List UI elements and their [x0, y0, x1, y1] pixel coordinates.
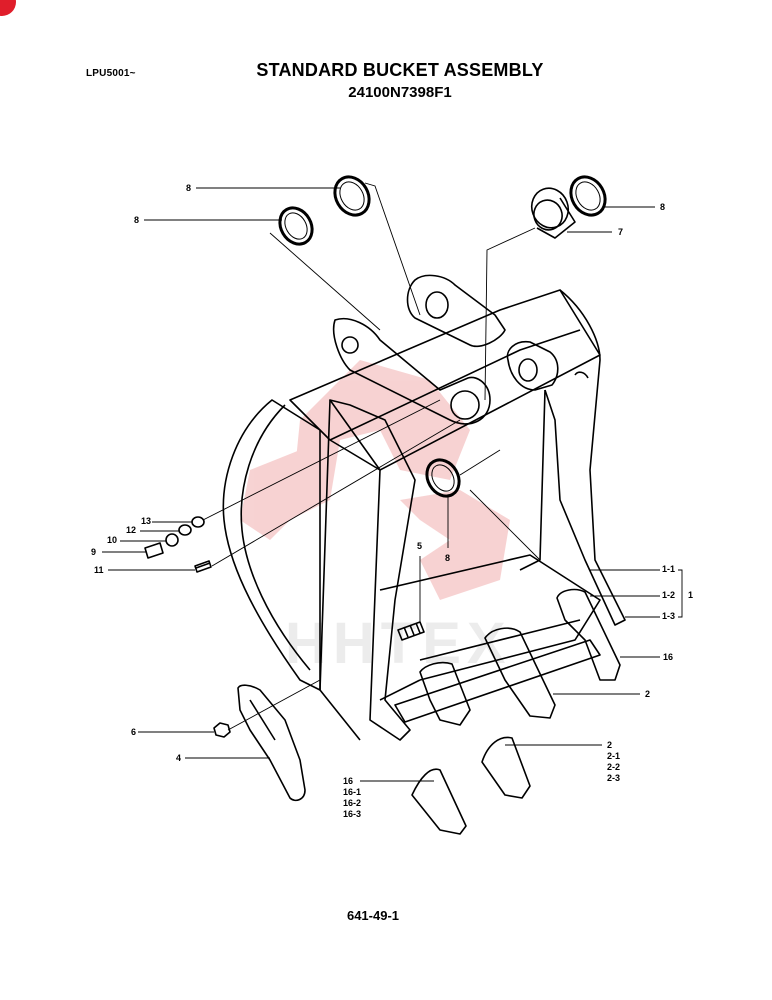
callout-1-3: 1-3 — [662, 611, 676, 621]
seal-ring-right — [569, 175, 607, 217]
bucket-boss-right — [506, 340, 559, 391]
seal-ring-center — [425, 458, 461, 498]
watermark-logo — [240, 360, 510, 600]
callout-1-2: 1-2 — [662, 590, 676, 600]
page-number: 641-49-1 — [346, 908, 400, 923]
callout-group-tooth: 2 2-1 2-2 2-3 — [607, 740, 620, 784]
callout-adapter-16: 16 — [343, 776, 354, 786]
side-cutter-plate — [237, 684, 306, 802]
callout-16: 16 — [663, 652, 674, 662]
callout-group-adapter: 16 16-1 16-2 16-3 — [343, 776, 361, 820]
bucket-left-shell — [222, 399, 321, 691]
tooth-3 — [556, 588, 621, 681]
bucket-side-plate — [329, 399, 416, 741]
tooth-1 — [419, 661, 471, 726]
bucket-ear-right — [406, 274, 506, 348]
callout-8-mid-left: 8 — [134, 215, 140, 225]
bushing-part-7 — [530, 187, 576, 239]
tooth-2 — [484, 627, 556, 719]
callout-tooth-2: 2 — [607, 740, 613, 750]
callout-11: 11 — [94, 565, 104, 575]
adapter-bar — [394, 639, 601, 723]
callout-adapter-16-3: 16-3 — [343, 809, 362, 819]
part-number: 24100N7398F1 — [348, 84, 452, 101]
seal-ring-top — [333, 175, 371, 217]
adapter-loose — [411, 768, 467, 835]
leader-lines — [102, 182, 683, 782]
callout-8-top-left: 8 — [186, 183, 192, 193]
callout-tooth-2-2: 2-2 — [607, 762, 621, 772]
callout-13: 13 — [141, 516, 152, 526]
bucket-cutting-edge — [379, 554, 601, 681]
callout-adapter-16-1: 16-1 — [343, 787, 362, 797]
seal-ring-mid-left — [278, 206, 314, 246]
callout-2: 2 — [645, 689, 651, 699]
callout-5: 5 — [417, 541, 423, 551]
model-code: LPU5001~ — [86, 68, 136, 79]
callout-adapter-16-2: 16-2 — [343, 798, 362, 808]
callout-tooth-2-1: 2-1 — [607, 751, 621, 761]
callout-8-center: 8 — [445, 553, 451, 563]
callout-tooth-2-3: 2-3 — [607, 773, 621, 783]
callout-6: 6 — [131, 727, 137, 737]
hardware-parts — [144, 516, 425, 738]
callout-8-right: 8 — [660, 202, 666, 212]
bucket-back-plate — [544, 289, 626, 626]
callout-4: 4 — [176, 753, 182, 763]
callout-12: 12 — [126, 525, 137, 535]
bucket-ear-left — [332, 318, 491, 425]
page-title: STANDARD BUCKET ASSEMBLY — [256, 60, 544, 80]
callout-9: 9 — [91, 547, 97, 557]
callout-1: 1 — [688, 590, 694, 600]
callout-1-1: 1-1 — [662, 564, 676, 574]
callout-10: 10 — [107, 535, 118, 545]
callout-7: 7 — [618, 227, 624, 237]
tooth-loose — [481, 736, 531, 799]
bucket-left-inner — [240, 404, 311, 671]
